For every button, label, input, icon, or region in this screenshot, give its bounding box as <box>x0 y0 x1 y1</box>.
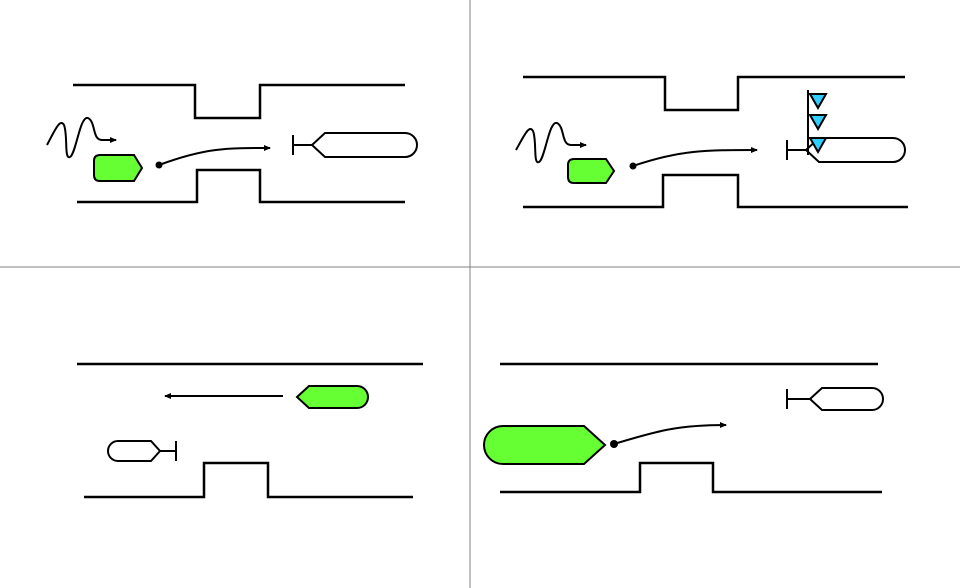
membrane-lower <box>77 168 405 204</box>
receptor-pill <box>804 137 906 163</box>
panel-top-right <box>515 75 908 209</box>
membrane-lower <box>500 461 882 494</box>
large-green-vesicle <box>483 425 607 465</box>
receptor-pill <box>107 440 162 462</box>
membrane-lower <box>523 173 908 209</box>
membrane-upper <box>523 75 905 112</box>
green-vesicle <box>295 385 369 409</box>
wave-signal-icon <box>515 122 587 164</box>
green-vesicle <box>93 154 144 182</box>
receptor-pill <box>310 132 418 158</box>
panel-top-left <box>46 83 418 204</box>
tether-arrow <box>613 422 727 445</box>
wave-signal-icon <box>46 117 117 159</box>
membrane-upper <box>73 83 405 120</box>
triangle-marker-1 <box>808 93 828 111</box>
receptor-pill <box>808 387 884 411</box>
panel-bottom-right <box>483 362 884 494</box>
tether-arrow <box>158 145 271 166</box>
tether-arrow <box>632 147 758 167</box>
panel-bottom-left <box>77 362 423 499</box>
triangle-marker-3 <box>808 137 828 155</box>
membrane-lower <box>84 461 413 499</box>
triangle-marker-2 <box>808 114 828 132</box>
green-vesicle <box>567 158 616 184</box>
